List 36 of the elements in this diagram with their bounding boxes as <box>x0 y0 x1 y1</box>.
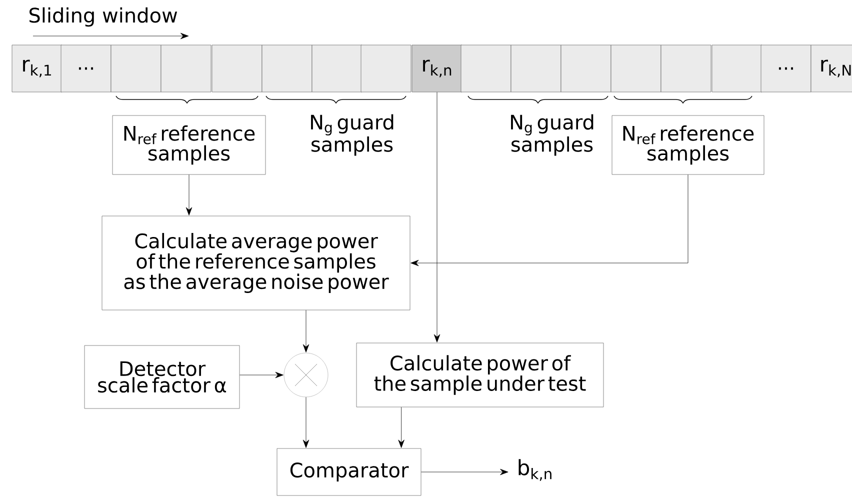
process-box: N$_{ref}$ reference samples <box>112 115 266 175</box>
sample-cell <box>312 44 362 92</box>
arrow <box>398 407 404 448</box>
sample-cell <box>660 44 712 92</box>
arrow <box>240 372 284 378</box>
sample-cell <box>460 44 512 92</box>
arrow <box>410 174 688 266</box>
sample-cell <box>510 44 562 92</box>
brace-label: N$_{g}$ guard samples <box>311 114 394 156</box>
sample-cell: r$_{k,N}$ <box>810 44 852 92</box>
sample-cell: ... <box>760 44 812 92</box>
sample-cell: ... <box>60 44 112 92</box>
sample-cell <box>610 44 662 92</box>
arrow <box>302 397 310 448</box>
arrow <box>302 310 310 352</box>
caption-text: Sliding window <box>30 7 178 27</box>
arrow <box>186 174 192 216</box>
multiplier-symbol <box>284 352 328 398</box>
arrow <box>421 468 508 476</box>
process-box: Calculate average power of the reference samples as the average noise power <box>102 216 410 310</box>
sample-cell: r$_{k,1}$ <box>12 44 62 92</box>
process-box: Detector scale factor α <box>84 345 240 409</box>
sample-cell <box>110 44 162 92</box>
sample-cell <box>560 44 612 92</box>
sample-cell <box>212 44 262 92</box>
process-box: Comparator <box>276 448 422 496</box>
output-label: b$_{k,n}$ <box>518 459 552 481</box>
sample-cell <box>160 44 212 92</box>
sample-cell <box>262 44 312 92</box>
brace-label: N$_{g}$ guard samples <box>511 114 594 156</box>
arrow <box>434 92 440 342</box>
process-box: Calculate power of the sample under test <box>356 342 604 408</box>
sample-cell: r$_{k,n}$ <box>412 44 462 92</box>
sample-cell <box>712 44 762 92</box>
sample-cell <box>360 44 412 92</box>
process-box: N$_{ref}$ reference samples <box>612 115 764 175</box>
